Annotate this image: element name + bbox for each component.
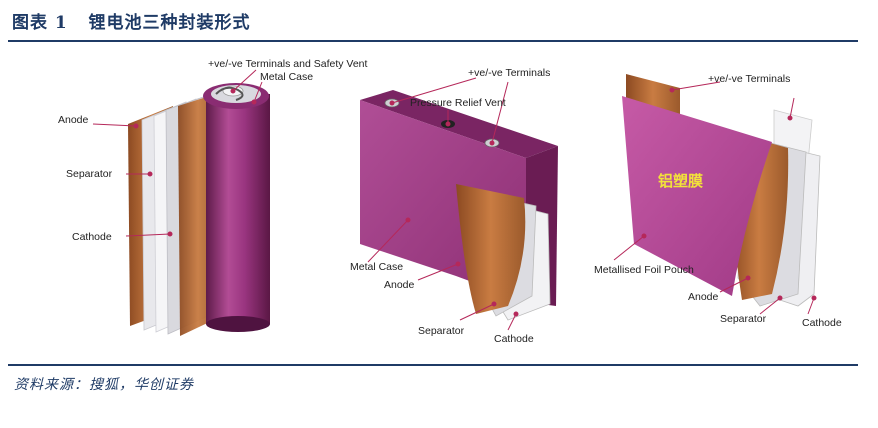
cylindrical-callouts	[92, 69, 263, 237]
pris-separator-label: Separator	[418, 325, 465, 337]
metal-case	[206, 94, 270, 324]
prismatic-cell: +ve/-ve Terminals Pressure Relief Vent M…	[350, 67, 558, 345]
prismatic-anode	[456, 184, 526, 314]
bottom-divider	[8, 364, 858, 366]
figure-header: 图表 1 锂电池三种封装形式	[0, 0, 878, 38]
cyl-anode-label: Anode	[58, 114, 89, 126]
pouch-film-label: 铝塑膜	[658, 172, 703, 190]
pris-case-label: Metal Case	[350, 261, 403, 273]
prismatic-callouts	[367, 77, 519, 331]
pris-vent-label: Pressure Relief Vent	[410, 97, 506, 109]
source-note: 资料来源：搜狐，华创证券	[14, 377, 194, 393]
pouch-callouts	[613, 81, 817, 315]
pris-terminals-label: +ve/-ve Terminals	[468, 67, 550, 79]
top-divider	[8, 40, 858, 42]
figure-title: 图表 1 锂电池三种封装形式	[12, 13, 251, 33]
pouch-separator-label: Separator	[720, 313, 767, 325]
pouch-foil-label: Metallised Foil Pouch	[594, 264, 694, 276]
pouch-anode-label: Anode	[688, 291, 719, 303]
cyl-case-label: Metal Case	[260, 71, 313, 83]
cyl-separator-label: Separator	[66, 168, 113, 180]
cyl-terminals-label: +ve/-ve Terminals and Safety Vent	[208, 58, 368, 70]
cylindrical-cell: +ve/-ve Terminals and Safety Vent Metal …	[58, 58, 368, 336]
battery-diagram: +ve/-ve Terminals and Safety Vent Metal …	[8, 44, 858, 364]
pouch-terminals-label: +ve/-ve Terminals	[708, 73, 790, 85]
pris-cathode-label: Cathode	[494, 333, 534, 345]
pris-anode-label: Anode	[384, 279, 415, 291]
pouch-cathode-label: Cathode	[802, 317, 842, 329]
aluminum-plastic-film	[622, 96, 772, 296]
cyl-cathode-label: Cathode	[72, 231, 112, 243]
pouch-cell: 铝塑膜 +ve/-ve Terminals Metallised Foil Po…	[594, 73, 842, 329]
